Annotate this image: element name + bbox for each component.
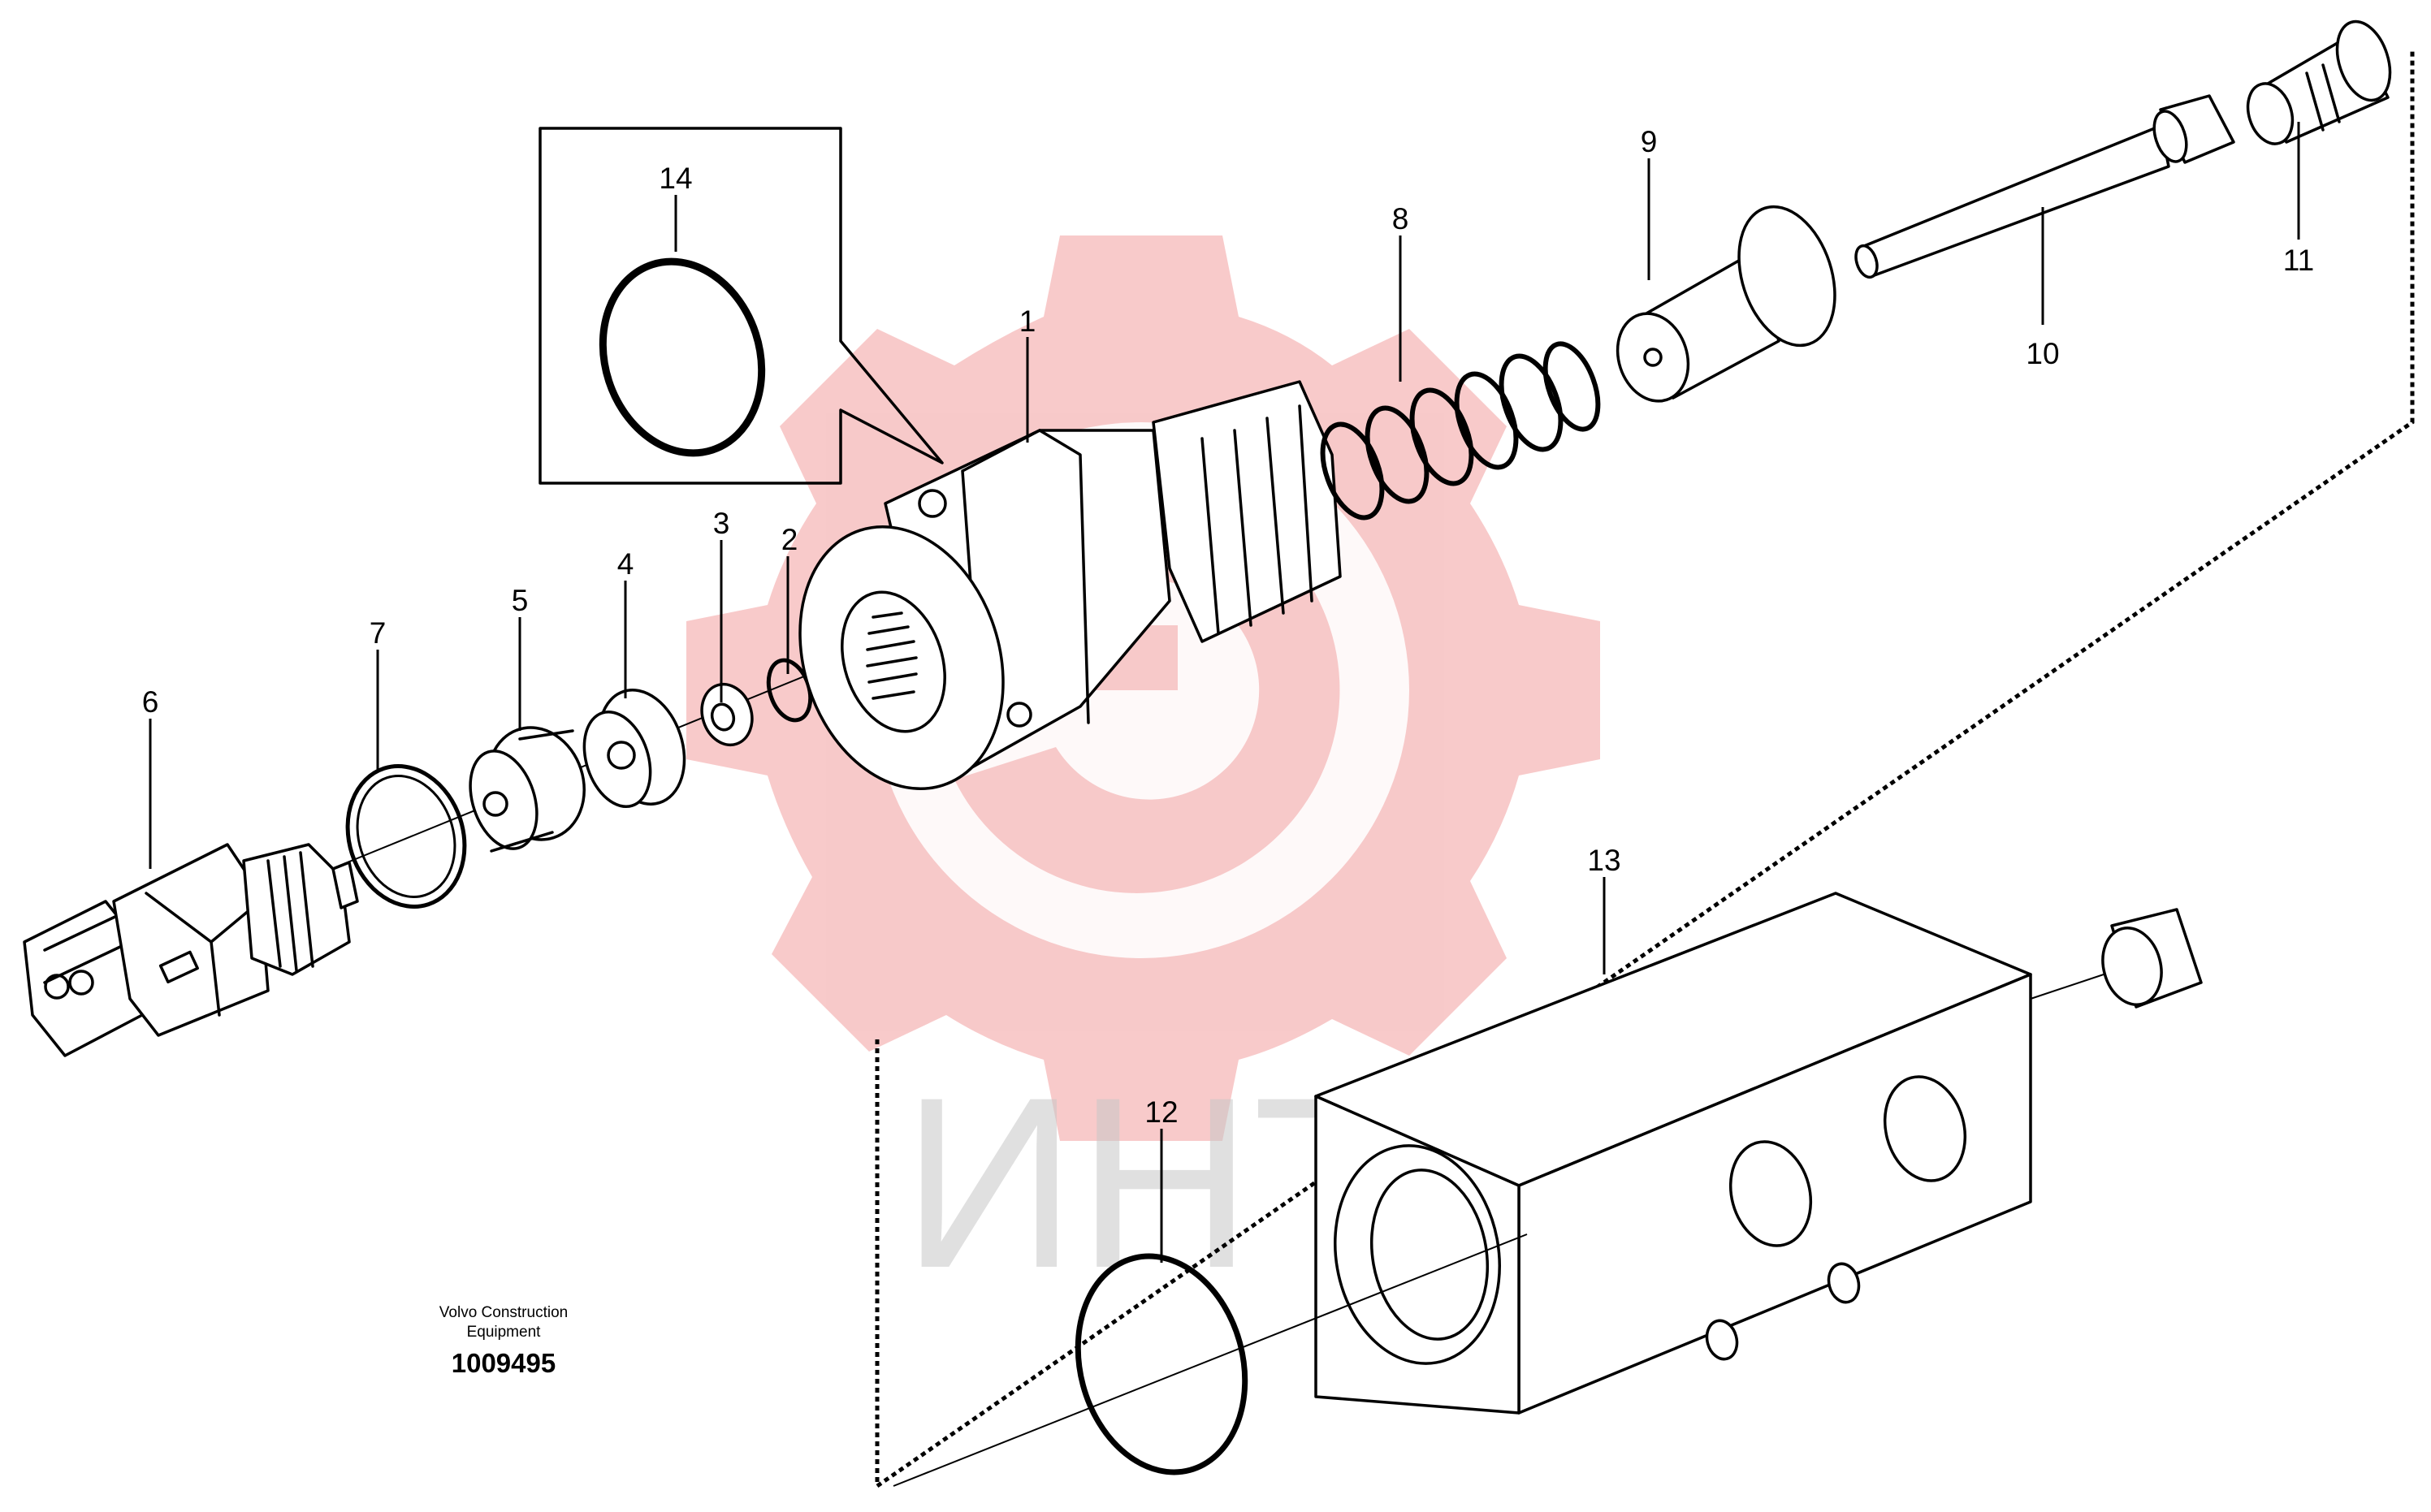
o-ring-14-shape [599, 257, 766, 457]
spring-8 [1320, 341, 1601, 521]
inset-box [539, 127, 944, 485]
callout-6: 6 [142, 685, 159, 719]
o-ring-7-shape [345, 764, 467, 909]
piston-9 [1616, 205, 1836, 403]
valve-body-1 [798, 380, 1342, 790]
callout-14: 14 [659, 162, 692, 195]
rod-10 [1854, 94, 2235, 279]
o-ring-12-shape [1075, 1253, 1248, 1475]
end-plug-11 [2246, 19, 2392, 145]
plug-5 [469, 726, 586, 853]
drawing-number: 1009495 [452, 1348, 556, 1378]
callout-10: 10 [2026, 337, 2059, 370]
callout-8: 8 [1392, 202, 1409, 235]
cap-plug [2101, 908, 2203, 1009]
company-name-line2: Equipment [467, 1324, 542, 1341]
dashed-boundary [875, 49, 2415, 1490]
callout-3: 3 [713, 507, 730, 540]
valve-block-13 [1314, 892, 2129, 1415]
callout-11: 11 [2283, 244, 2314, 277]
sensor-switch-6 [23, 843, 359, 1057]
callout-12: 12 [1144, 1095, 1178, 1129]
seat-4 [582, 689, 686, 809]
callout-4: 4 [617, 547, 634, 581]
callout-5: 5 [512, 584, 529, 617]
callout-2: 2 [781, 523, 798, 556]
callout-9: 9 [1641, 125, 1658, 158]
company-name-line1: Volvo Construction [439, 1304, 568, 1321]
callout-13: 13 [1587, 844, 1620, 877]
callout-7: 7 [370, 616, 387, 650]
callout-1: 1 [1019, 305, 1036, 338]
